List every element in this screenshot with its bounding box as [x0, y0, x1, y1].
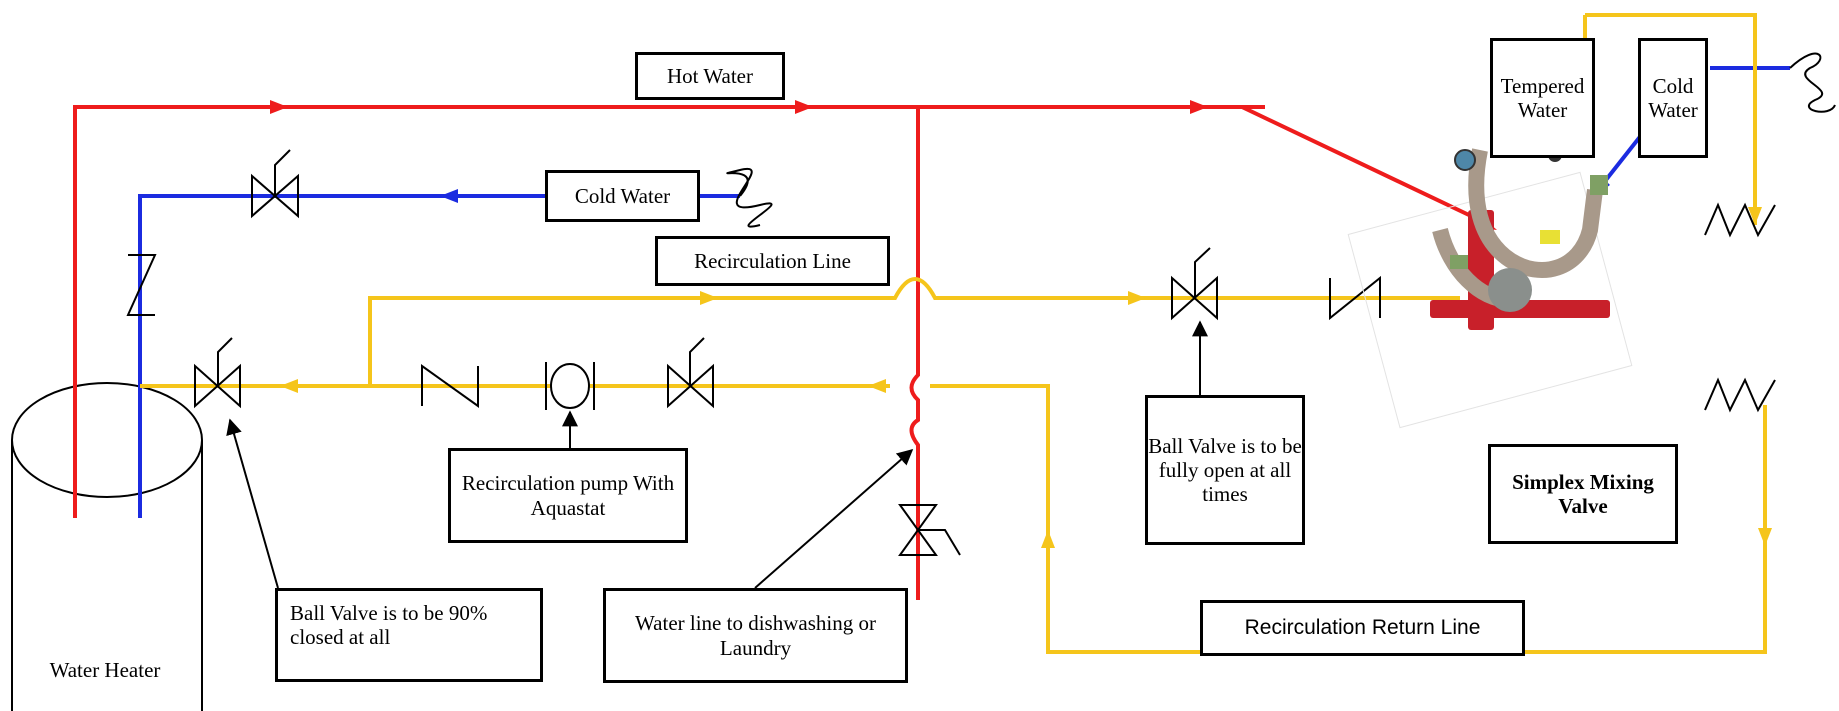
hot-water-line [73, 105, 1491, 600]
recirculation-pump [545, 362, 595, 410]
water-heater-tank [11, 382, 203, 711]
cold-water-valve-label: Cold Water [1638, 38, 1708, 158]
check-valve-recirc [421, 364, 479, 408]
recirc-pump-label: Recirculation pump With Aquastat [448, 448, 688, 543]
recirculation-line-label: Recirculation Line [655, 236, 890, 286]
callout-arrows [226, 320, 1208, 589]
check-valve-cold [126, 254, 157, 316]
zigzag-upper [1704, 202, 1776, 238]
ball-valve-closed-90 [194, 337, 241, 409]
cold-supply-squiggle-2 [1789, 52, 1836, 113]
ball-valve-closed-label: Ball Valve is to be 90% closed at all [275, 588, 543, 682]
valve-dish-line [898, 504, 961, 556]
cold-supply-squiggle [726, 167, 773, 228]
hot-water-label: Hot Water [635, 52, 785, 100]
valve-recirc-pump [667, 337, 714, 409]
hot-arrows [270, 100, 1497, 230]
check-valve-upper [1329, 275, 1381, 321]
tempered-water-label: Tempered Water [1490, 38, 1595, 158]
valve-cold-main [251, 149, 299, 219]
water-line-dish-label: Water line to dishwashing or Laundry [603, 588, 908, 683]
cold-water-main-label: Cold Water [545, 170, 700, 222]
zigzag-lower [1704, 377, 1776, 413]
water-heater-label: Water Heater [49, 658, 161, 682]
ball-valve-open-label: Ball Valve is to be fully open at all ti… [1145, 395, 1305, 545]
simplex-mixing-valve-label: Simplex Mixing Valve [1488, 444, 1678, 544]
mixing-valve-assembly [1347, 140, 1633, 429]
recirculation-return-label: Recirculation Return Line [1200, 600, 1525, 656]
ball-valve-open [1171, 247, 1218, 321]
